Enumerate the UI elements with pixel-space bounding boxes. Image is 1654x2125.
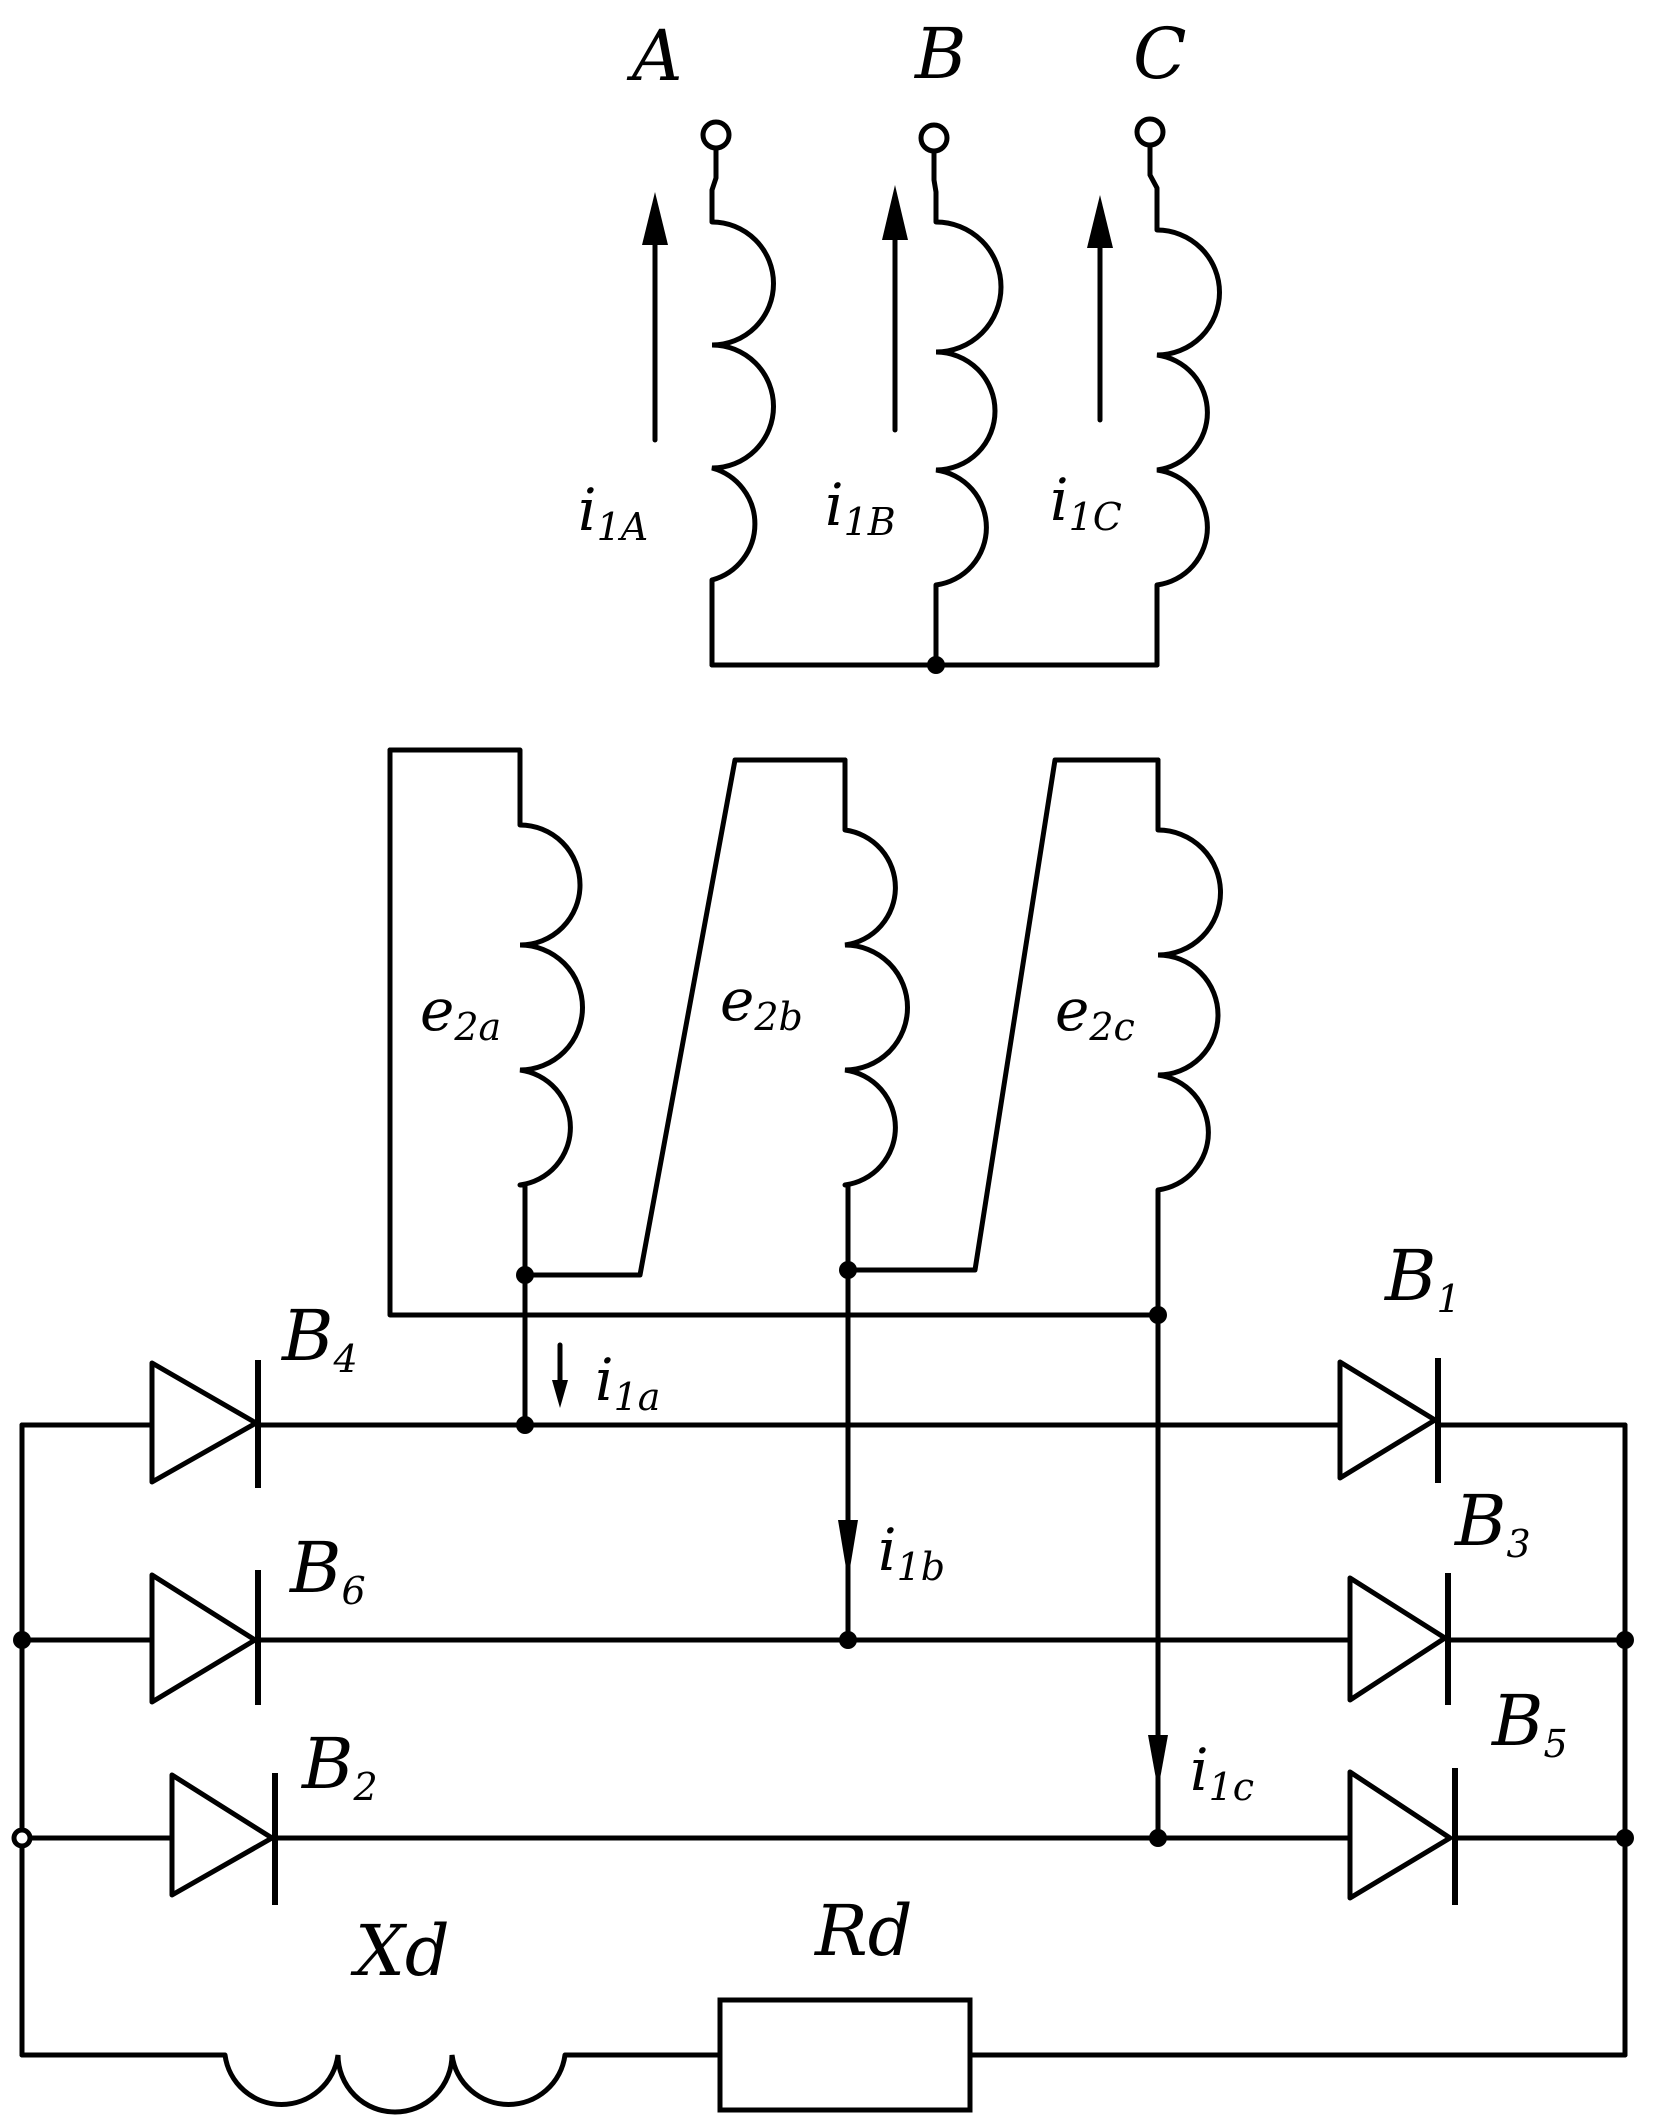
- resistor-label-rd: Rd: [813, 1890, 913, 1972]
- primary-current-arrow-b: [882, 185, 908, 433]
- primary-current-label-c: i1C: [1050, 466, 1122, 539]
- emf-label-2a: e2a: [420, 976, 501, 1049]
- terminal-a[interactable]: [700, 119, 732, 151]
- load-resistor: [717, 1997, 973, 2113]
- node-right-row-2: [1616, 1631, 1634, 1649]
- emf-label-2c: e2c: [1055, 976, 1135, 1049]
- terminal-c[interactable]: [1134, 116, 1166, 148]
- current-label-1c: i1c: [1190, 1736, 1254, 1809]
- load-inductor: [222, 2054, 568, 2115]
- node-left-row-3: [11, 1827, 33, 1849]
- current-arrow-1c: [1148, 1735, 1168, 1790]
- diode-b2: [169, 1772, 278, 1905]
- diode-b3: [1347, 1573, 1451, 1705]
- secondary-winding-a: [387, 747, 848, 1278]
- current-label-1b: i1b: [878, 1516, 945, 1589]
- secondary-winding-c: [1155, 757, 1223, 1318]
- diode-b1: [1337, 1358, 1441, 1483]
- primary-winding-c: [1134, 116, 1222, 668]
- diode-label-b4: B4: [280, 1295, 358, 1381]
- secondary-winding-b: [842, 757, 1161, 1273]
- diode-label-b2: B2: [300, 1723, 378, 1809]
- node-row-1: [516, 1416, 534, 1434]
- terminal-label-b: B: [913, 13, 966, 95]
- primary-winding-b: [918, 122, 1004, 668]
- primary-current-label-b: i1B: [825, 471, 896, 544]
- diode-label-b5: B5: [1490, 1680, 1568, 1766]
- node-row-2: [839, 1631, 857, 1649]
- node-right-row-3: [1616, 1829, 1634, 1847]
- current-label-1a: i1a: [595, 1346, 660, 1419]
- terminal-label-c: C: [1133, 13, 1187, 95]
- current-arrow-1a: [552, 1342, 568, 1408]
- terminal-b[interactable]: [918, 122, 950, 154]
- current-arrow-1b: [838, 1520, 858, 1580]
- inductor-label-xd: Xd: [350, 1910, 450, 1992]
- emf-label-2b: e2b: [720, 966, 803, 1039]
- primary-neutral-node: [927, 656, 945, 674]
- primary-current-arrow-a: [642, 192, 668, 443]
- diode-b4: [149, 1360, 261, 1488]
- diode-label-b6: B6: [288, 1527, 366, 1613]
- primary-winding-a: [700, 119, 776, 668]
- node-left-row-2: [13, 1631, 31, 1649]
- primary-current-label-a: i1A: [578, 476, 648, 549]
- delta-closing-wire: [387, 747, 1161, 1318]
- terminal-label-a: A: [626, 15, 683, 97]
- diode-label-b3: B3: [1453, 1480, 1531, 1566]
- primary-current-arrow-c: [1087, 195, 1113, 423]
- node-row-3: [1149, 1829, 1167, 1847]
- diode-label-b1: B1: [1383, 1235, 1461, 1321]
- diode-b5: [1347, 1768, 1458, 1905]
- diode-b6: [149, 1570, 261, 1705]
